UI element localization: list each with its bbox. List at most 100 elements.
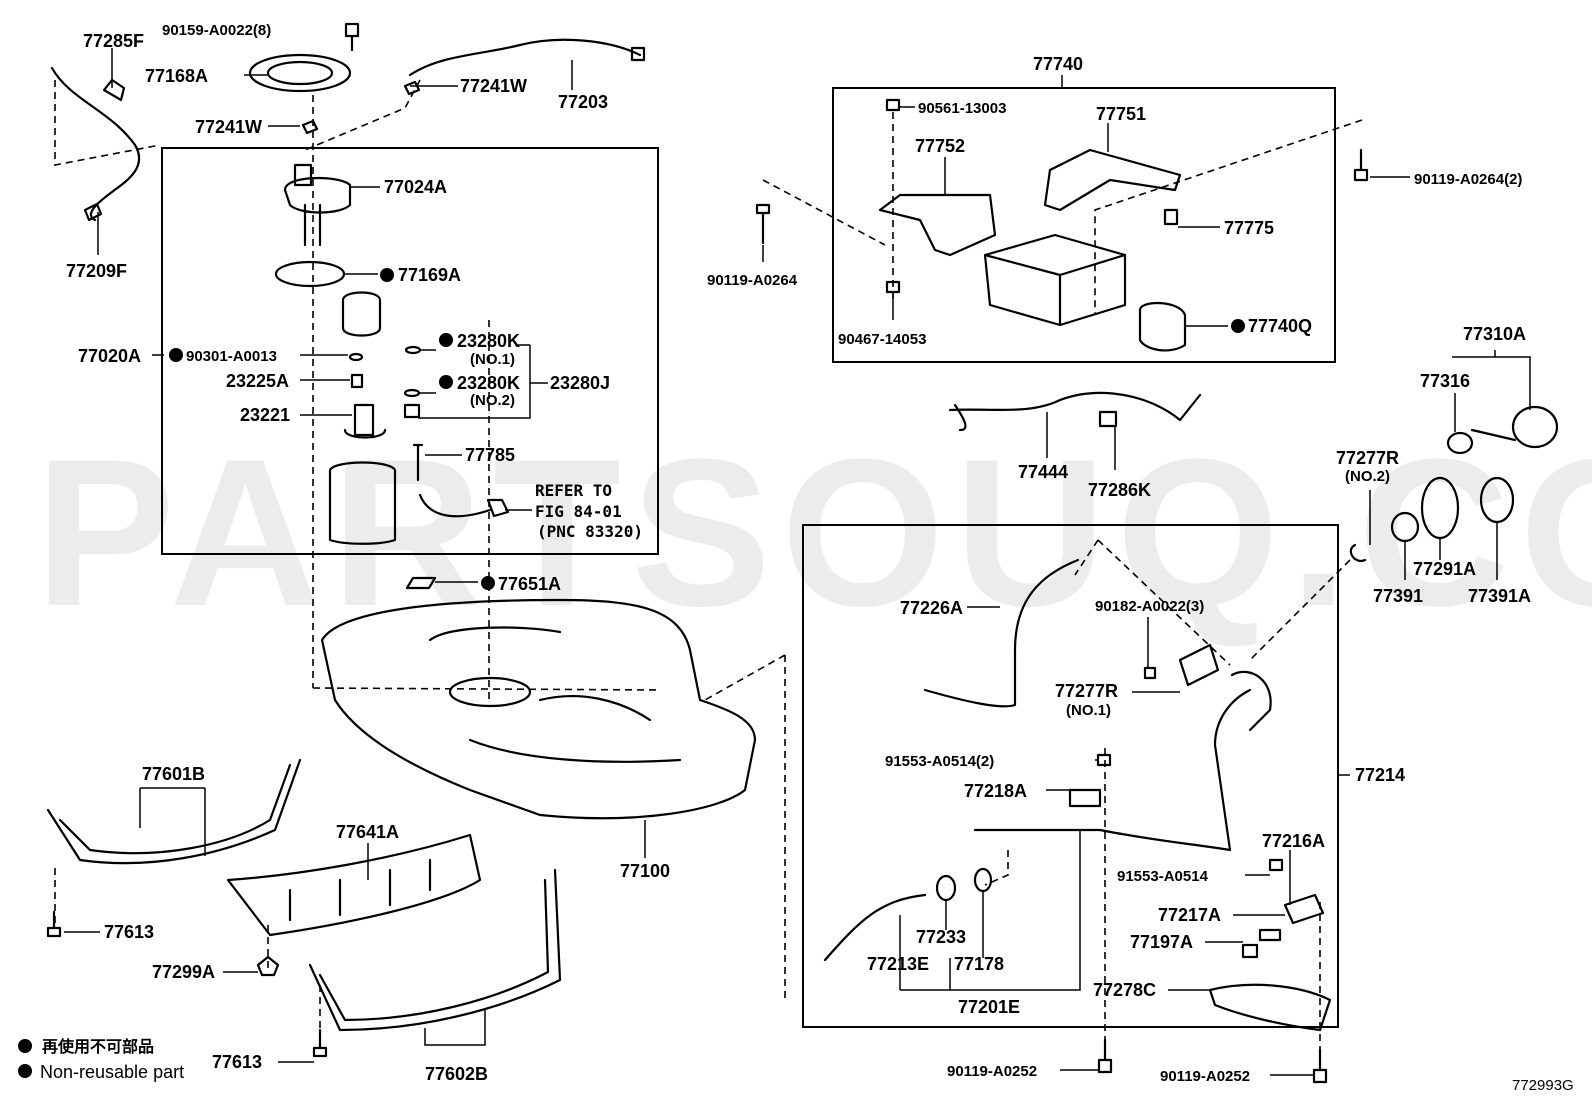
label-91553: 91553-A0514: [1117, 868, 1209, 885]
label-77444: 77444: [1018, 462, 1068, 482]
label-77278C: 77278C: [1093, 980, 1156, 1000]
bolt-90119-a-part: [1097, 1038, 1113, 1074]
legend-dot-2: [18, 1064, 32, 1078]
label-23280J: 23280J: [550, 373, 610, 393]
wire-77203-part: [408, 38, 642, 77]
pump-cover-part: [283, 177, 352, 214]
label-23225A: 23225A: [226, 371, 289, 391]
nonreusable-dot-23280K-2: [439, 375, 453, 389]
dashed-guide-bracket: [762, 179, 886, 246]
filler-pipe-part: [973, 688, 1252, 852]
oring-90301-part: [348, 352, 364, 362]
ring-77178-part: [973, 867, 993, 893]
clip-77241W-top-part: [403, 80, 421, 96]
canister-assembly-box: [832, 87, 1336, 363]
label-77169A: 77169A: [398, 265, 461, 285]
tank-contours: [428, 626, 682, 763]
oring-23280K-1-part: [404, 345, 422, 355]
clip-77241W-mid-part: [301, 119, 319, 135]
label-77310A: 77310A: [1463, 324, 1526, 344]
leader-23280J: [418, 344, 548, 419]
bolt-90119-b-part: [1312, 1048, 1328, 1084]
leader-77601B: [139, 787, 206, 856]
leader-77310A: [1452, 350, 1531, 410]
nut-90182-part: [1143, 666, 1157, 680]
label-77286K: 77286K: [1088, 480, 1151, 500]
label-no2-a: (NO.2): [470, 392, 515, 409]
pump-cover-detail: [293, 163, 322, 247]
label-77100: 77100: [620, 861, 670, 881]
label-refer-line3: (PNC 83320): [537, 522, 643, 541]
leader-77602B: [424, 1010, 486, 1046]
label-77316: 77316: [1420, 371, 1470, 391]
label-77024A: 77024A: [384, 177, 447, 197]
band-77602B-part: [308, 868, 562, 1032]
clamp-77277R-2-part: [1349, 543, 1367, 563]
charcoal-canister-part: [983, 233, 1127, 327]
band-77601B-part: [46, 758, 302, 865]
fuel-pump-part: [343, 403, 387, 439]
protector-ribs: [288, 858, 432, 922]
label-77213E: 77213E: [867, 954, 929, 974]
label-77277R-2: 77277R: [1336, 448, 1399, 468]
cap-tether-part: [1470, 428, 1517, 442]
label-90301: 90301-A0013: [186, 348, 277, 365]
bolt-90119-left-part: [755, 203, 771, 245]
fuel-filter-part: [341, 291, 382, 337]
sender-connector-part: [486, 498, 510, 518]
bracket-77217A-part: [1258, 928, 1282, 942]
label-90119-l: 90119-A0264: [707, 272, 798, 289]
nut-90561-part: [885, 98, 901, 112]
label-refer-line1: REFER TO: [535, 481, 612, 500]
label-77641A: 77641A: [336, 822, 399, 842]
breather-tube-part: [923, 558, 1080, 708]
sensor-connector-part: [83, 202, 103, 222]
gasket-77169A-part: [274, 260, 346, 288]
label-90159: 90159-A0022(8): [162, 22, 271, 39]
dashed-guide-bottom: [312, 687, 661, 691]
label-77209F: 77209F: [66, 261, 127, 281]
label-77651A: 77651A: [498, 574, 561, 594]
plate-77651A-part: [405, 576, 437, 590]
bolt-90119-right-part: [1353, 148, 1369, 182]
label-77201E: 77201E: [958, 997, 1020, 1017]
bolt-90159-part: [344, 22, 360, 52]
nonreusable-dot-77740Q: [1231, 319, 1245, 333]
label-77751: 77751: [1096, 104, 1146, 124]
label-no1-a: (NO.1): [470, 351, 515, 368]
dashed-guide-filler: [1097, 539, 1231, 666]
nonreusable-dot-77651A: [481, 576, 495, 590]
label-90119-2: 90119-A0264(2): [1414, 171, 1522, 188]
label-23280K-1: 23280K: [457, 331, 520, 351]
label-77601B: 77601B: [142, 764, 205, 784]
bracket-77216A-part: [1283, 893, 1325, 925]
label-77277R-1: 77277R: [1055, 681, 1118, 701]
bolt-91553-part: [1268, 858, 1284, 872]
label-77216A: 77216A: [1262, 831, 1325, 851]
label-77197A: 77197A: [1130, 932, 1193, 952]
dashed-guide-sensor: [54, 80, 161, 166]
tank-opening-part: [448, 676, 532, 708]
nonreusable-dot-23280K-1: [439, 333, 453, 347]
sensor-wire-part: [50, 66, 141, 222]
hose-77444-part: [948, 391, 1202, 422]
bolt-77613-b-part: [312, 1028, 328, 1058]
clip-77299A-part: [256, 955, 280, 977]
hose-77213E-part: [823, 893, 927, 962]
ring-77233-part: [935, 874, 957, 902]
label-77285F: 77285F: [83, 31, 144, 51]
retainer-ring-part: [248, 53, 352, 93]
label-77226A: 77226A: [900, 598, 963, 618]
figure-code: 772993G: [1512, 1077, 1574, 1094]
label-77203: 77203: [558, 92, 608, 112]
label-77020A: 77020A: [78, 346, 141, 366]
bracket-77751-part: [1043, 148, 1182, 212]
label-90119-b: 90119-A0252: [1160, 1068, 1250, 1085]
legend-text-en: Non-reusable part: [40, 1062, 184, 1082]
sender-wire-part: [418, 493, 492, 518]
dashed-guide-tank-right: [704, 654, 786, 701]
clip-77285F-part: [102, 78, 126, 102]
label-77214: 77214: [1355, 765, 1405, 785]
